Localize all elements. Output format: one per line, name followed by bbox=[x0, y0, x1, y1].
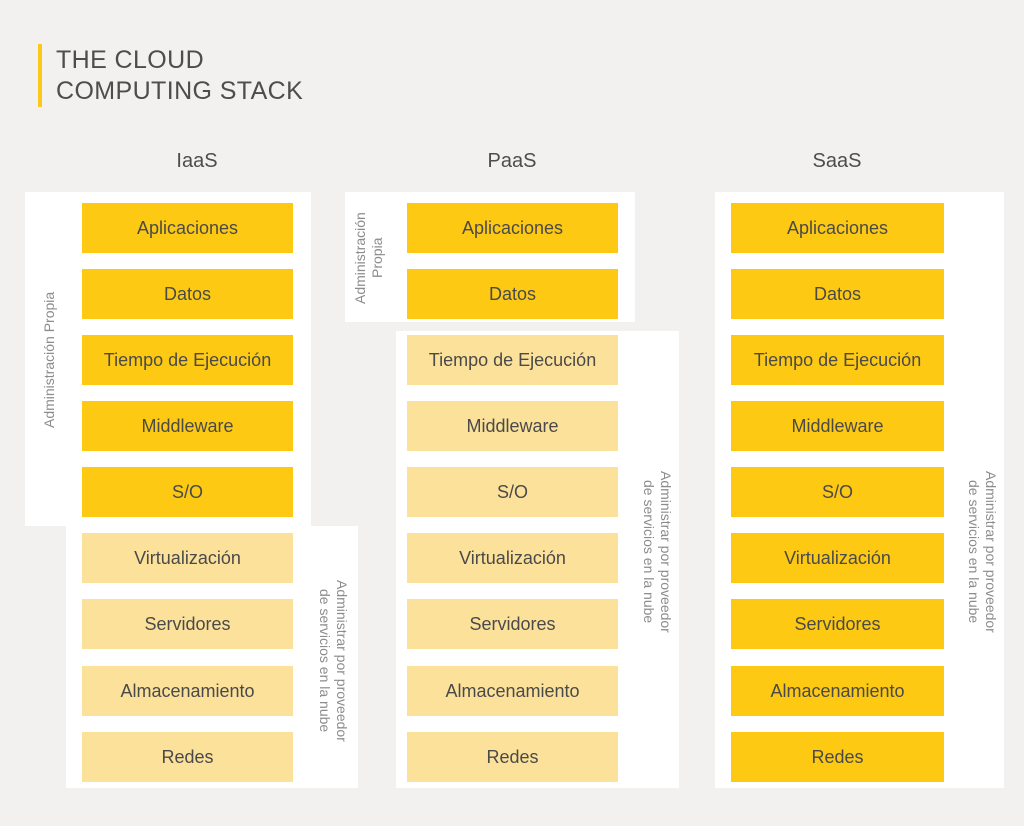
row-iaas-so[interactable]: S/O bbox=[82, 467, 293, 517]
row-saas-servidores[interactable]: Servidores bbox=[731, 599, 944, 649]
column-header-saas: SaaS bbox=[812, 150, 862, 172]
row-iaas-almacenamiento[interactable]: Almacenamiento bbox=[82, 666, 293, 716]
column-header-paas: PaaS bbox=[487, 150, 537, 172]
column-header-iaas: IaaS bbox=[176, 150, 218, 172]
row-saas-tiempo-ejecucion[interactable]: Tiempo de Ejecución bbox=[731, 335, 944, 385]
title-accent-bar bbox=[38, 44, 42, 107]
row-saas-virtualizacion[interactable]: Virtualización bbox=[731, 533, 944, 583]
row-iaas-virtualizacion[interactable]: Virtualización bbox=[82, 533, 293, 583]
row-iaas-aplicaciones[interactable]: Aplicaciones bbox=[82, 203, 293, 253]
row-paas-servidores[interactable]: Servidores bbox=[407, 599, 618, 649]
row-saas-almacenamiento[interactable]: Almacenamiento bbox=[731, 666, 944, 716]
page-title-block: THE CLOUD COMPUTING STACK bbox=[38, 44, 303, 107]
row-paas-redes[interactable]: Redes bbox=[407, 732, 618, 782]
row-paas-so[interactable]: S/O bbox=[407, 467, 618, 517]
row-paas-almacenamiento[interactable]: Almacenamiento bbox=[407, 666, 618, 716]
row-iaas-middleware[interactable]: Middleware bbox=[82, 401, 293, 451]
row-iaas-servidores[interactable]: Servidores bbox=[82, 599, 293, 649]
row-saas-redes[interactable]: Redes bbox=[731, 732, 944, 782]
row-iaas-datos[interactable]: Datos bbox=[82, 269, 293, 319]
row-paas-tiempo-ejecucion[interactable]: Tiempo de Ejecución bbox=[407, 335, 618, 385]
row-saas-middleware[interactable]: Middleware bbox=[731, 401, 944, 451]
row-paas-middleware[interactable]: Middleware bbox=[407, 401, 618, 451]
row-iaas-tiempo-ejecucion[interactable]: Tiempo de Ejecución bbox=[82, 335, 293, 385]
row-paas-virtualizacion[interactable]: Virtualización bbox=[407, 533, 618, 583]
row-paas-aplicaciones[interactable]: Aplicaciones bbox=[407, 203, 618, 253]
row-saas-datos[interactable]: Datos bbox=[731, 269, 944, 319]
row-paas-datos[interactable]: Datos bbox=[407, 269, 618, 319]
row-saas-aplicaciones[interactable]: Aplicaciones bbox=[731, 203, 944, 253]
row-iaas-redes[interactable]: Redes bbox=[82, 732, 293, 782]
label-iaas-provider-managed: Administrar por proveedor de servicios e… bbox=[317, 580, 350, 742]
page-title: THE CLOUD COMPUTING STACK bbox=[56, 46, 304, 105]
label-paas-self-managed: Administración Propia bbox=[352, 212, 385, 304]
label-iaas-self-managed: Administración Propia bbox=[41, 291, 57, 429]
label-saas-provider-managed: Administrar por proveedor de servicios e… bbox=[966, 471, 999, 633]
row-saas-so[interactable]: S/O bbox=[731, 467, 944, 517]
label-paas-provider-managed: Administrar por proveedor de servicios e… bbox=[641, 471, 674, 633]
